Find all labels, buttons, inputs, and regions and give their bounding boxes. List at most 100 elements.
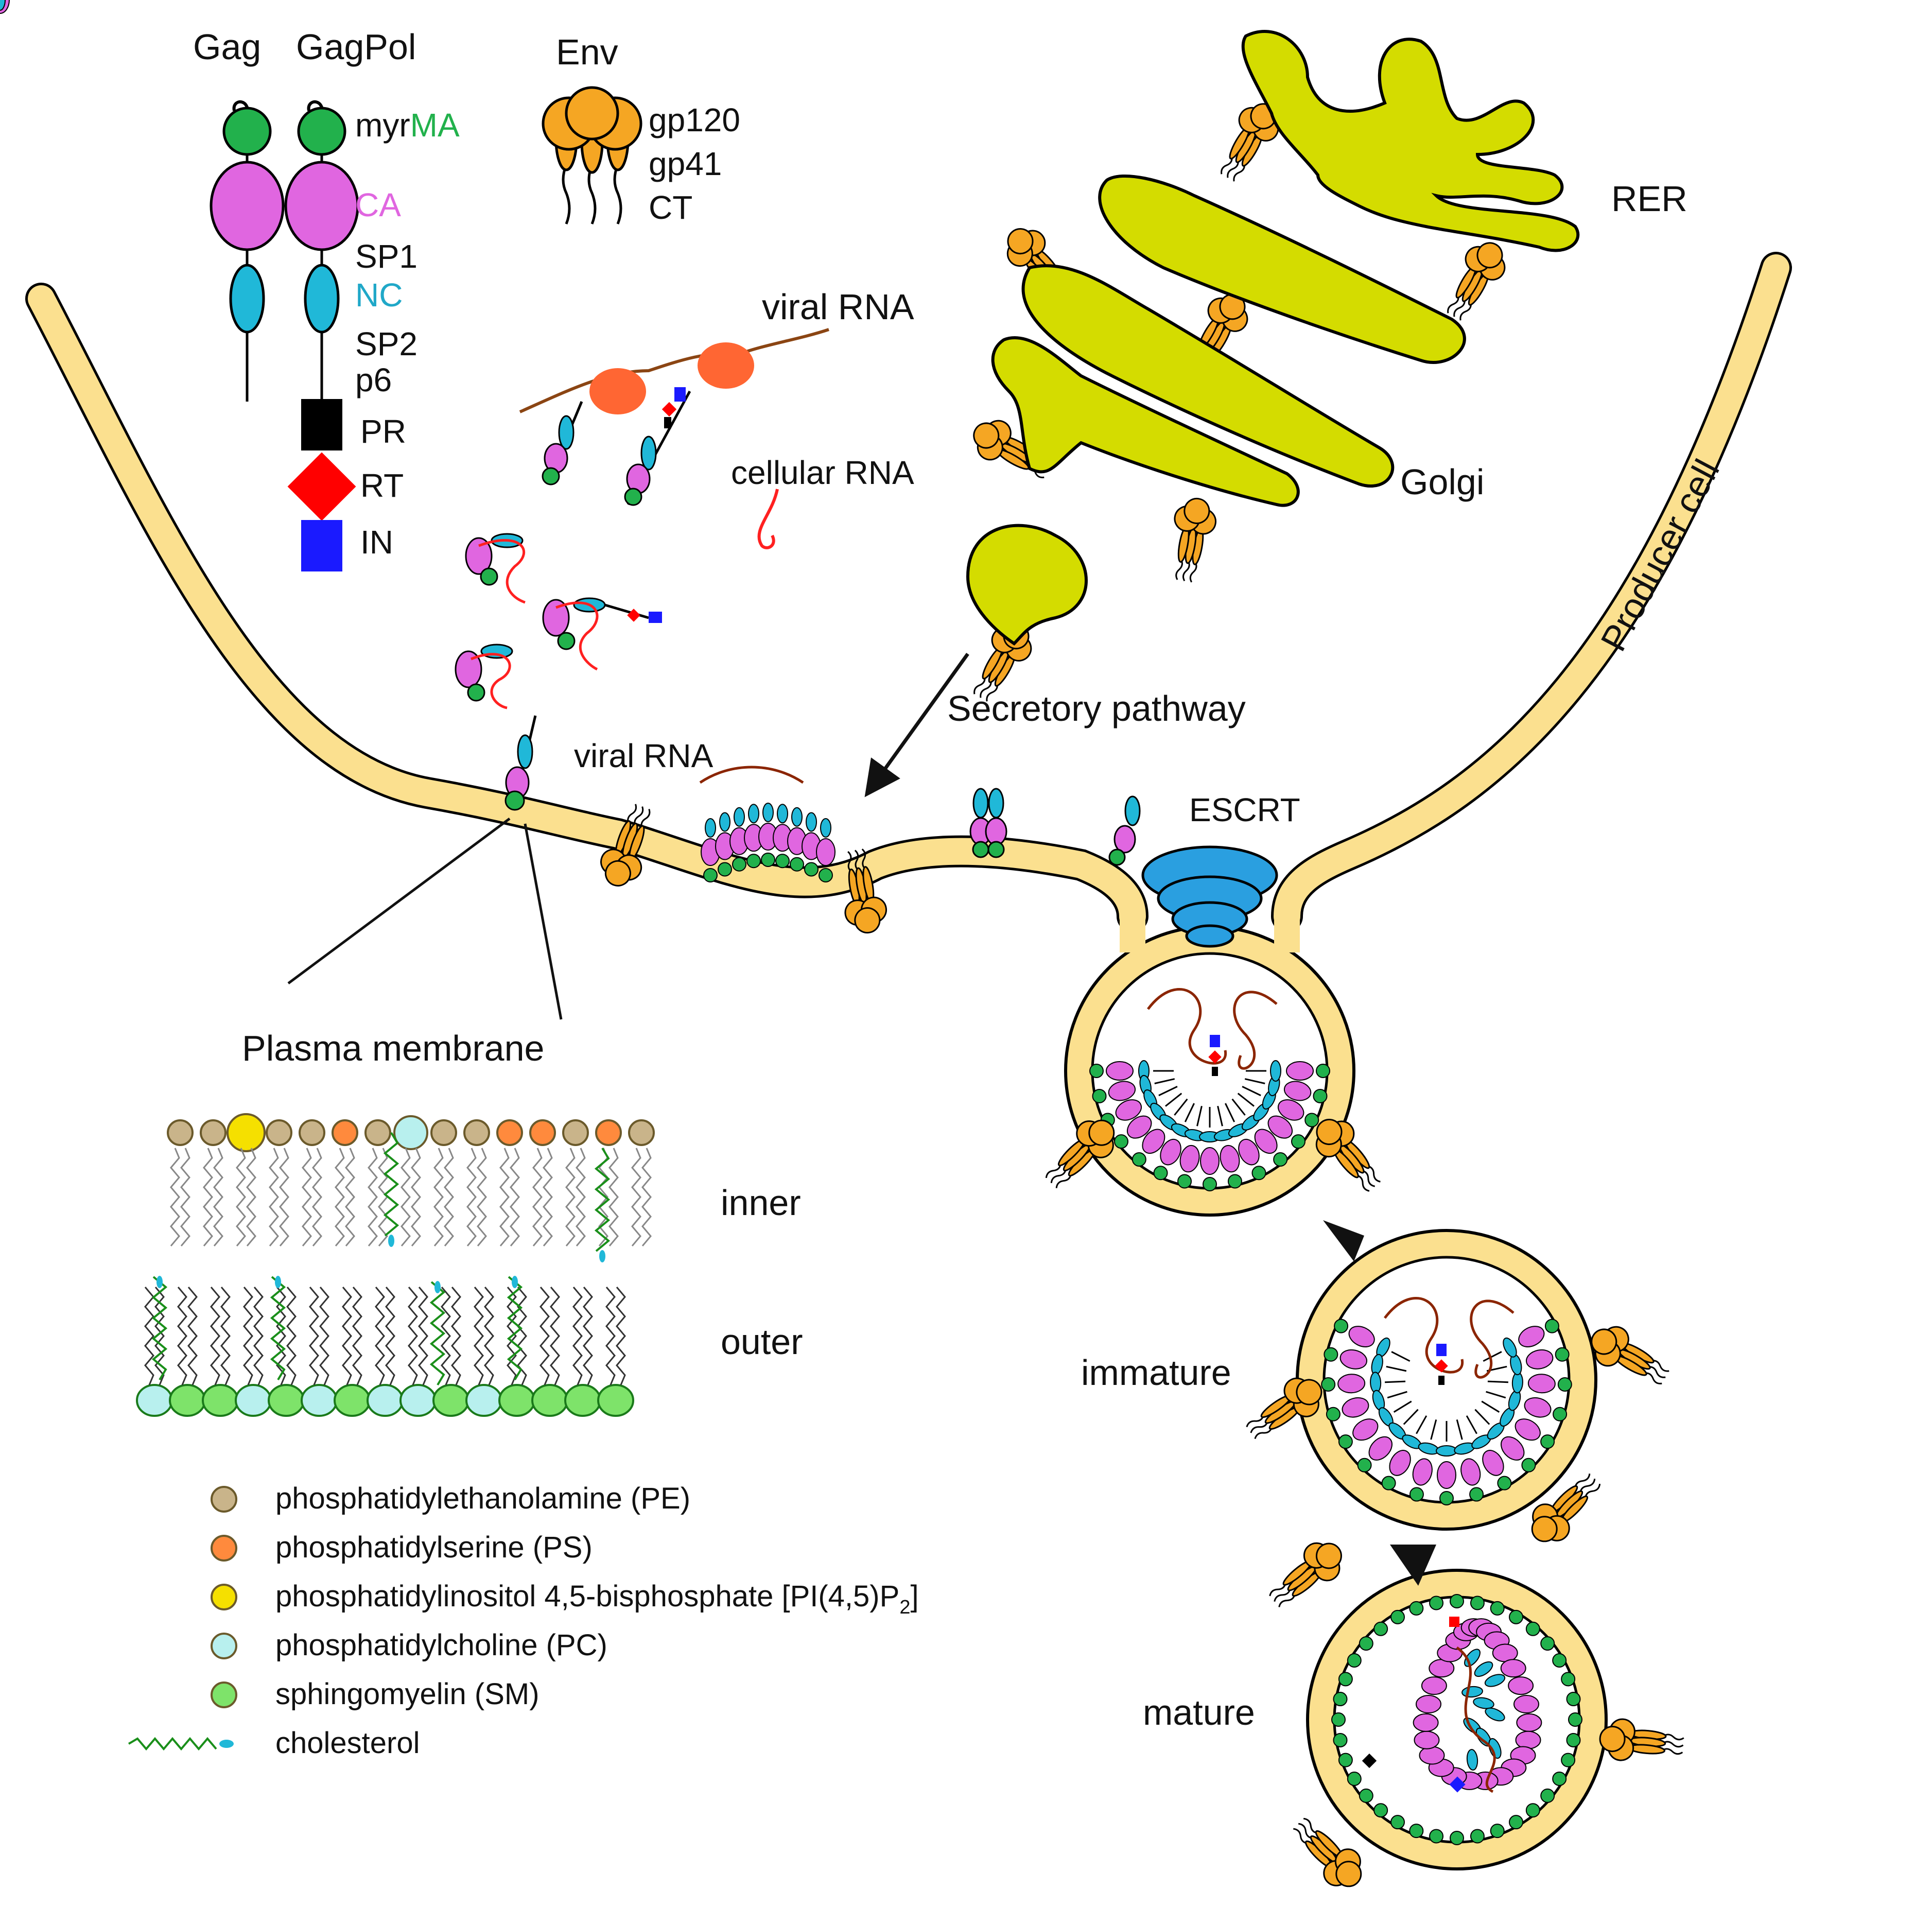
p6-tail [1393,1400,1412,1413]
nc-domain [1474,1661,1493,1677]
ma-domain [1304,1113,1319,1128]
viral-rna-strand [1456,1646,1496,1793]
nc-domain [1270,1060,1281,1082]
arrow-budding-to-immature [1323,1220,1364,1261]
p6-tail [1165,1093,1182,1107]
ca-domain [1254,1129,1278,1154]
ma-domain [1331,1712,1346,1727]
secretory-arrow [864,652,969,798]
in-icon [1449,1776,1466,1793]
ct-label: CT [649,189,692,226]
p6-tail [1231,1098,1246,1116]
legend-label-pe: phosphatidylethanolamine (PE) [275,1482,690,1515]
ca-domain [1277,1099,1304,1121]
ma-domain [1525,1803,1540,1818]
nc-domain [1484,1674,1506,1687]
ca-domain [1220,1145,1240,1173]
ma-domain [1390,1815,1405,1830]
ca-domain [1368,1436,1393,1461]
viral-rna-strand [1470,1299,1515,1379]
legend-swatch-ps [211,1535,237,1562]
p6-tail [1456,1419,1463,1440]
ma-domain [1347,1772,1362,1786]
ma-domain [1568,1712,1582,1727]
cholesterol-oh [599,1250,605,1262]
ca-domain [1238,1138,1260,1166]
cholesterol-molecule [270,1276,286,1381]
p6-tail [1237,1093,1255,1107]
lipid-head-outer [268,1384,305,1417]
pr-domain [301,399,342,450]
cholesterol-molecule [383,1132,399,1237]
legend-swatch-cholesterol [128,1737,217,1751]
viral-rna-top-label: viral RNA [762,287,914,327]
golgi [966,174,1466,646]
p6-tail [1474,1409,1490,1425]
env-spike [1045,1119,1115,1188]
ma-domain [1373,1621,1388,1636]
nc-domain [1503,1337,1517,1358]
cholesterol-oh [275,1276,281,1288]
ca-domain [1516,1713,1542,1732]
legend-label-ps: phosphatidylserine (PS) [275,1531,593,1564]
env-spike [1599,1718,1684,1761]
env-spike [1447,242,1506,321]
ma-domain [1333,1732,1348,1747]
ca-domain [1513,1695,1539,1713]
cellular-rna-label: cellular RNA [731,454,914,491]
lipid-head-inner [266,1119,292,1146]
ca-domain [1501,1436,1525,1461]
rer-label: RER [1611,179,1687,219]
sp1-label: SP1 [355,238,417,275]
legend-swatch-pe [211,1486,237,1513]
lipid-head-inner [200,1119,227,1146]
ca-domain [1142,1129,1165,1154]
ma-domain [1555,1347,1570,1362]
ma-domain [1357,1458,1372,1472]
pr-icon [1212,1067,1218,1076]
ma-domain [1470,1596,1485,1610]
lipid-head-inner [628,1119,655,1146]
nc-domain [0,0,6,11]
ca-domain [1160,1138,1181,1166]
ma-domain [1316,1064,1330,1078]
ca-domain [1460,1458,1481,1486]
rt-domain [287,452,356,521]
ma-domain [1177,1174,1192,1189]
ma-domain [1334,1319,1349,1333]
viral-rna-strand [1147,987,1227,1065]
ca-domain [1421,1676,1447,1695]
ma-domain [1509,1815,1523,1830]
rt-icon [1449,1617,1459,1627]
env-schematic [542,86,642,224]
membrane-gag [504,715,1141,882]
ma-domain [1540,1434,1555,1449]
legend-swatch-sm [211,1681,237,1708]
lipid-head-inner [393,1115,428,1150]
ribosome-translation [519,328,829,506]
legend-label-pc: phosphatidylcholine (PC) [275,1628,607,1662]
ma-domain [1113,1134,1128,1149]
in-domain [301,520,342,571]
legend-label-sm: sphingomyelin (SM) [275,1677,539,1711]
lipid-head-outer [531,1384,568,1417]
ma-domain [1273,1152,1288,1167]
lipid-head-outer [498,1384,535,1417]
lipid-head-inner [595,1119,622,1146]
p6-tail [1430,1419,1437,1440]
ma-domain [1553,1407,1568,1421]
arrow-immature-to-mature [1390,1545,1436,1586]
lipid-head-inner [496,1119,523,1146]
lipid-head-inner [562,1119,589,1146]
producer-cell-label: Producer cell [1593,453,1727,657]
lipid-head-inner [430,1119,457,1146]
pr-icon [1438,1376,1444,1385]
ma-domain [1439,1491,1454,1505]
ca-domain [1419,1746,1445,1765]
ca-domain [1524,1397,1552,1418]
outer-label: outer [721,1322,803,1362]
gag-rna-complexes [455,533,662,709]
ca-domain [1339,1349,1367,1369]
cholesterol-oh [156,1276,163,1288]
